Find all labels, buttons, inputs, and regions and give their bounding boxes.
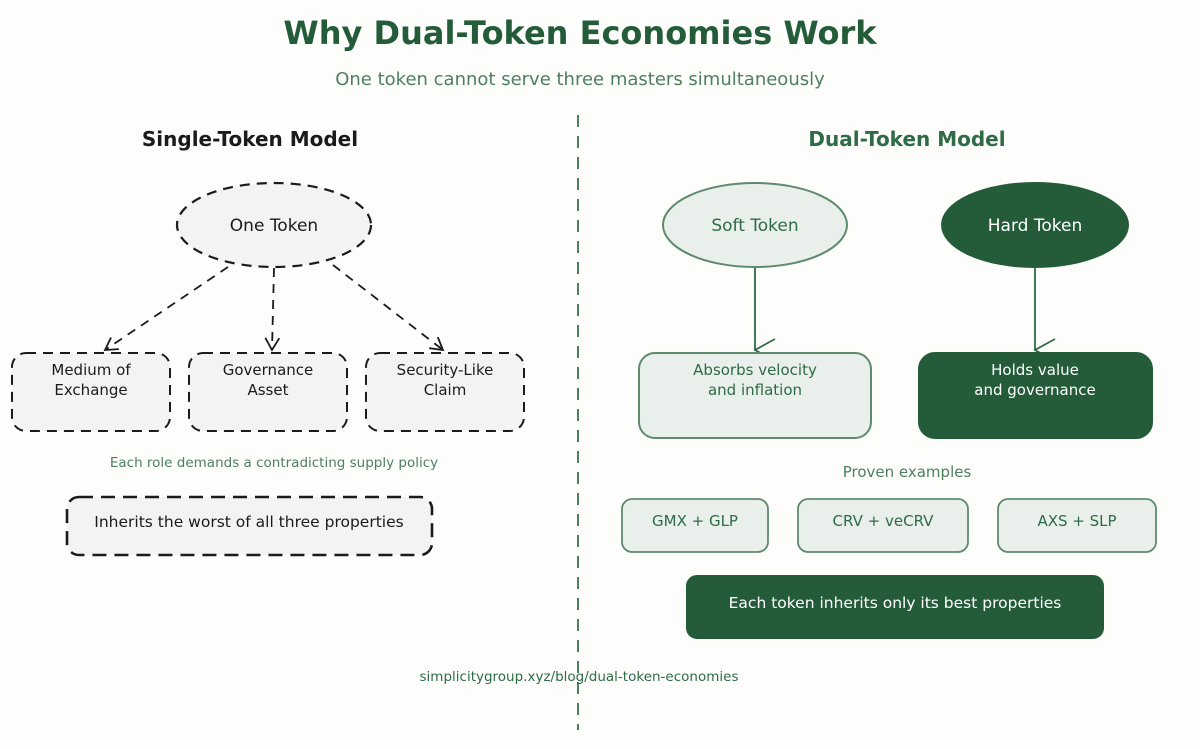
hard-token-label: Hard Token: [988, 216, 1082, 236]
proven-examples-label: Proven examples: [843, 463, 972, 481]
example-label-crv-vecrv: CRV + veCRV: [833, 512, 935, 530]
arrow-to-governance-asset: [264, 267, 281, 352]
soft-token-node: [662, 182, 848, 268]
arrow-to-medium-of-exchange: [103, 266, 229, 351]
hard-token-role-line1: Holds value: [991, 361, 1079, 379]
example-label-gmx-glp: GMX + GLP: [652, 512, 738, 530]
soft-token-label: Soft Token: [711, 216, 798, 236]
soft-token-role-box: [638, 352, 872, 439]
soft-token-role-line1: Absorbs velocity: [693, 361, 817, 379]
one-token-label: One Token: [230, 216, 318, 236]
example-box-crv-vecrv: [797, 498, 969, 553]
hard-token-role-line2: and governance: [974, 381, 1095, 399]
dual-token-heading: Dual-Token Model: [808, 127, 1005, 151]
role-box-governance-asset: [188, 352, 348, 432]
hard-token-node: [941, 182, 1129, 268]
page-subtitle: One token cannot serve three masters sim…: [335, 69, 825, 90]
role-box-security-like-claim: [365, 352, 525, 432]
arrow-to-security-like-claim: [332, 264, 445, 352]
dual-token-conclusion-box: [686, 575, 1104, 639]
page-title: Why Dual-Token Economies Work: [283, 14, 877, 52]
single-token-conclusion: Inherits the worst of all three properti…: [94, 513, 403, 531]
single-token-conclusion-box: [65, 495, 434, 557]
footer-url: simplicitygroup.xyz/blog/dual-token-econ…: [420, 669, 739, 685]
role-label-security-like-claim-line1: Security-Like: [397, 361, 494, 379]
role-box-medium-of-exchange: [11, 352, 171, 432]
role-label-governance-asset-line2: Asset: [247, 381, 288, 399]
example-box-axs-slp: [997, 498, 1157, 553]
hard-token-role-box: [918, 352, 1153, 439]
example-label-axs-slp: AXS + SLP: [1037, 512, 1116, 530]
role-label-governance-asset-line1: Governance: [223, 361, 314, 379]
example-box-gmx-glp: [621, 498, 769, 553]
dual-token-conclusion: Each token inherits only its best proper…: [729, 594, 1062, 612]
role-label-medium-of-exchange-line1: Medium of: [51, 361, 131, 379]
contradicting-policy-note: Each role demands a contradicting supply…: [110, 455, 438, 471]
role-label-security-like-claim-line2: Claim: [424, 381, 467, 399]
role-label-medium-of-exchange-line2: Exchange: [54, 381, 127, 399]
single-token-heading: Single-Token Model: [142, 127, 358, 151]
one-token-node: [175, 181, 373, 269]
soft-token-role-line2: and inflation: [708, 381, 802, 399]
